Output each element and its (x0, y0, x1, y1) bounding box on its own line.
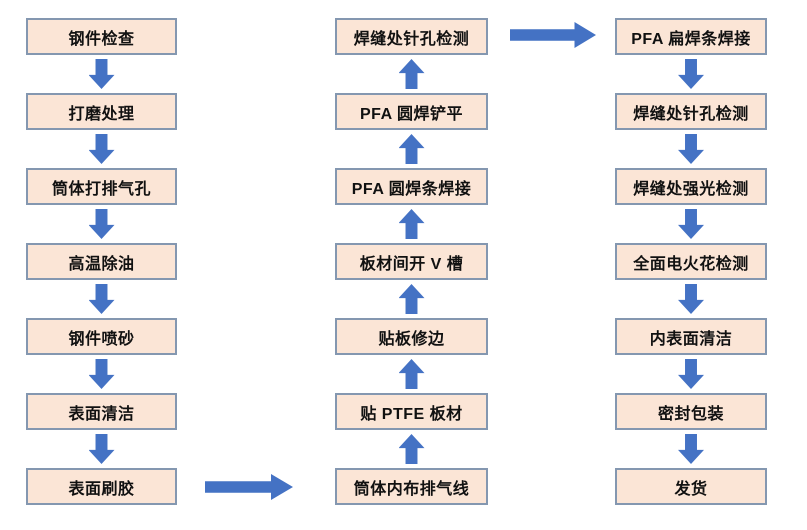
down-arrow-icon (88, 359, 115, 389)
down-arrow-icon (678, 284, 704, 314)
down-arrow-icon (678, 134, 704, 164)
up-arrow-icon (398, 59, 425, 89)
flow-column-2: 焊缝处针孔检测 PFA 圆焊铲平 PFA 圆焊条焊接 板材间开 V 槽 贴板修边… (335, 0, 488, 530)
right-arrow-icon (510, 22, 596, 48)
down-arrow-icon (88, 284, 115, 314)
flow-step-box: 钢件喷砂 (26, 318, 177, 355)
flow-step-box: 筒体内布排气线 (335, 468, 488, 505)
flow-step-box: 钢件检查 (26, 18, 177, 55)
down-arrow-icon (88, 434, 115, 464)
flow-step-box: PFA 扁焊条焊接 (615, 18, 767, 55)
flow-step-box: PFA 圆焊条焊接 (335, 168, 488, 205)
flow-step-box: 发货 (615, 468, 767, 505)
flow-column-1: 钢件检查 打磨处理 筒体打排气孔 高温除油 钢件喷砂 表面清洁 表面刷胶 (26, 0, 177, 530)
flow-step-box: 高温除油 (26, 243, 177, 280)
flow-step-box: 打磨处理 (26, 93, 177, 130)
flow-step-box: 全面电火花检测 (615, 243, 767, 280)
down-arrow-icon (678, 59, 704, 89)
flow-step-box: 密封包装 (615, 393, 767, 430)
down-arrow-icon (88, 134, 115, 164)
flow-step-box: 板材间开 V 槽 (335, 243, 488, 280)
up-arrow-icon (398, 434, 425, 464)
down-arrow-icon (88, 209, 115, 239)
flow-step-box: 表面刷胶 (26, 468, 177, 505)
down-arrow-icon (678, 359, 704, 389)
flow-step-box: 焊缝处针孔检测 (335, 18, 488, 55)
up-arrow-icon (398, 359, 425, 389)
flow-step-box: 内表面清洁 (615, 318, 767, 355)
right-arrow-icon (205, 474, 293, 500)
flow-step-box: 贴板修边 (335, 318, 488, 355)
flow-step-box: 焊缝处强光检测 (615, 168, 767, 205)
down-arrow-icon (678, 209, 704, 239)
flow-step-box: 表面清洁 (26, 393, 177, 430)
down-arrow-icon (678, 434, 704, 464)
down-arrow-icon (88, 59, 115, 89)
flow-step-box: PFA 圆焊铲平 (335, 93, 488, 130)
flow-column-3: PFA 扁焊条焊接 焊缝处针孔检测 焊缝处强光检测 全面电火花检测 内表面清洁 … (615, 0, 767, 530)
flow-step-box: 贴 PTFE 板材 (335, 393, 488, 430)
up-arrow-icon (398, 209, 425, 239)
flow-step-box: 焊缝处针孔检测 (615, 93, 767, 130)
flow-step-box: 筒体打排气孔 (26, 168, 177, 205)
up-arrow-icon (398, 134, 425, 164)
up-arrow-icon (398, 284, 425, 314)
